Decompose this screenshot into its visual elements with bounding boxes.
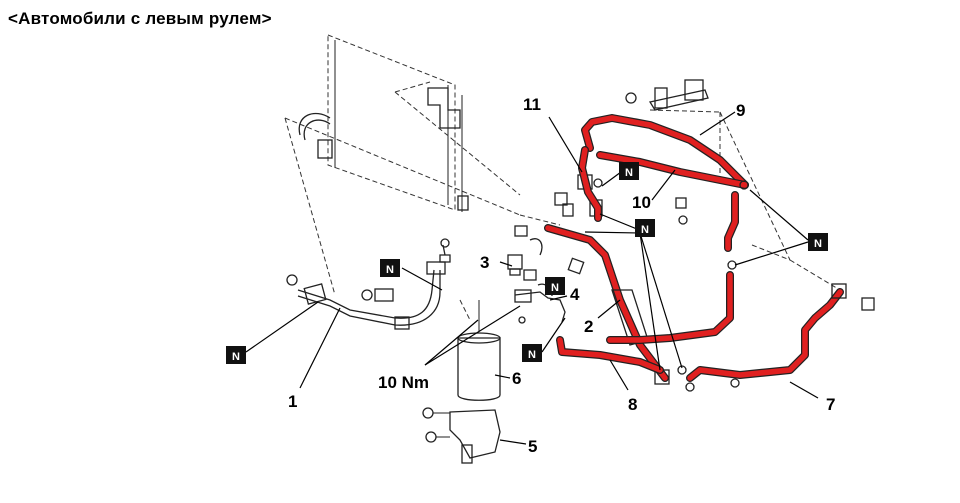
callout-5: 5 xyxy=(528,437,537,456)
nut-mark-badge: N xyxy=(380,259,400,277)
hose-7 xyxy=(685,283,875,392)
callout-11: 11 xyxy=(523,95,541,114)
nut-mark-badge: N xyxy=(619,162,639,180)
leader-lines xyxy=(299,111,819,445)
nut-mark-badge: N xyxy=(545,277,565,295)
svg-text:N: N xyxy=(386,264,394,276)
callout-9: 9 xyxy=(736,101,745,120)
nut-mark-badge: N xyxy=(522,344,542,362)
callout-1: 1 xyxy=(288,392,297,411)
callout-6: 6 xyxy=(512,369,521,388)
svg-text:N: N xyxy=(814,238,822,250)
callout-2: 2 xyxy=(584,317,593,336)
svg-text:N: N xyxy=(528,349,536,361)
guide-lines xyxy=(284,109,841,321)
svg-text:N: N xyxy=(625,167,633,179)
liquid-line-1 xyxy=(286,238,451,330)
hose-8 xyxy=(556,336,664,374)
callout-8: 8 xyxy=(628,395,637,414)
svg-text:N: N xyxy=(551,282,559,294)
callout-10: 10 xyxy=(632,193,651,212)
callout-4: 4 xyxy=(570,285,580,304)
diagram-title: <Автомобили с левым рулем> xyxy=(8,9,272,28)
nut-mark-badge: N xyxy=(635,219,655,237)
callout-7: 7 xyxy=(826,395,835,414)
nut-mark-badge: N xyxy=(226,346,246,364)
condenser xyxy=(298,34,521,212)
hose-9 xyxy=(554,79,749,225)
n-marker-leaders xyxy=(245,171,809,371)
bracket-5 xyxy=(422,407,501,464)
hose-10 xyxy=(606,191,739,344)
torque-label: 10 Nm xyxy=(378,373,429,392)
callout-3: 3 xyxy=(480,253,489,272)
pressure-switch-3 xyxy=(507,225,585,281)
svg-text:N: N xyxy=(232,351,240,363)
hose-11 xyxy=(578,146,602,222)
nut-mark-badge: N xyxy=(808,233,828,251)
receiver-dryer-6 xyxy=(457,300,501,401)
svg-text:N: N xyxy=(641,224,649,236)
